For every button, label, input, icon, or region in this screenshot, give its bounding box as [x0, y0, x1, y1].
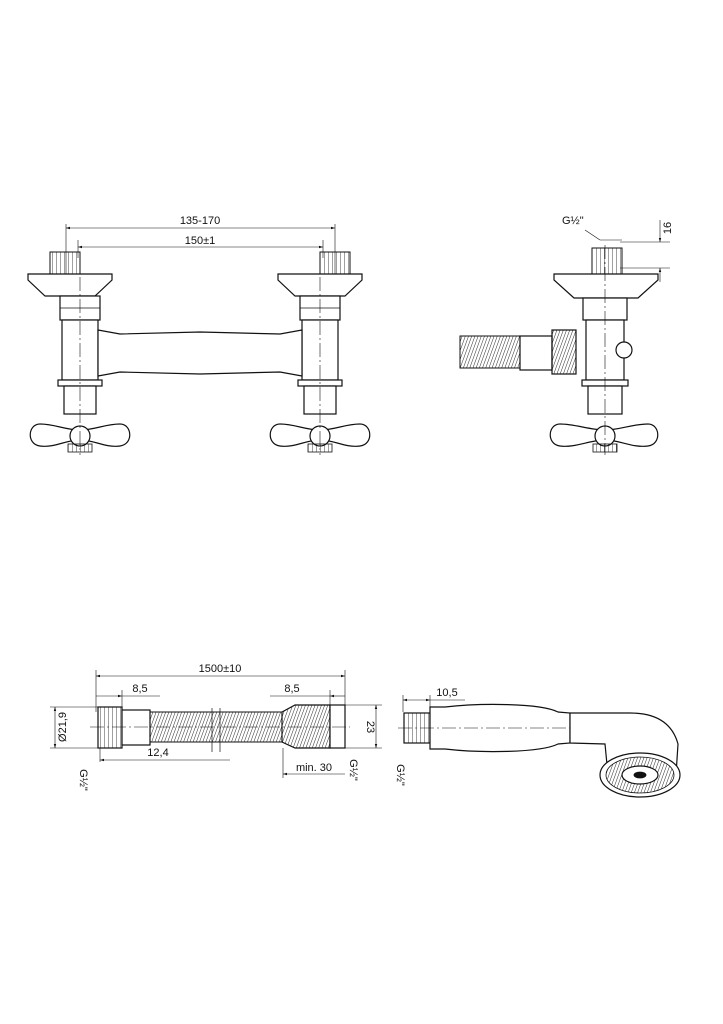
- dimension-height: 23: [345, 704, 382, 749]
- hose-thread-right-label: G½": [347, 759, 359, 781]
- diameter-label: Ø21,9: [57, 712, 69, 742]
- hose-view: 1500±10 8,5 8,5 Ø21,9 12,4 G½": [50, 663, 382, 791]
- side-thread-label: G½": [562, 215, 584, 227]
- dim-inner-label: 150±1: [185, 235, 216, 247]
- right-valve: [269, 251, 371, 455]
- front-view-mixer: 135-170 150±1: [27, 215, 371, 455]
- left-valve: [27, 251, 131, 455]
- mixer-body: [97, 329, 303, 377]
- side-view-mixer: 16 G½": [459, 215, 674, 455]
- handshower-view: 10,5 G½": [394, 687, 681, 798]
- dimension-diameter: Ø21,9: [50, 706, 100, 749]
- min-length-label: min. 30: [296, 762, 332, 774]
- dimension-thread-length: 10,5: [402, 687, 465, 712]
- dim-outer-label: 135-170: [180, 215, 220, 227]
- handshower-thread-label: G½": [394, 764, 406, 786]
- dimension-left-nut: 8,5: [96, 683, 160, 712]
- thread-length-label: 10,5: [436, 687, 457, 699]
- dimension-offset: 12,4: [99, 747, 230, 762]
- dimension-min-length: min. 30: [282, 748, 345, 778]
- dimension-side-height: 16: [620, 220, 674, 282]
- dimension-right-nut: 8,5: [270, 683, 345, 712]
- hose-thread-left-label: G½": [77, 769, 89, 791]
- dimension-inner: 150±1: [77, 235, 324, 258]
- right-nut-label: 8,5: [284, 683, 299, 695]
- height-label: 23: [364, 721, 376, 733]
- left-nut-label: 8,5: [132, 683, 147, 695]
- side-thread-callout: G½": [562, 215, 622, 241]
- dim-side-height-label: 16: [662, 222, 674, 234]
- offset-label: 12,4: [147, 747, 168, 759]
- hose-length-label: 1500±10: [199, 663, 242, 675]
